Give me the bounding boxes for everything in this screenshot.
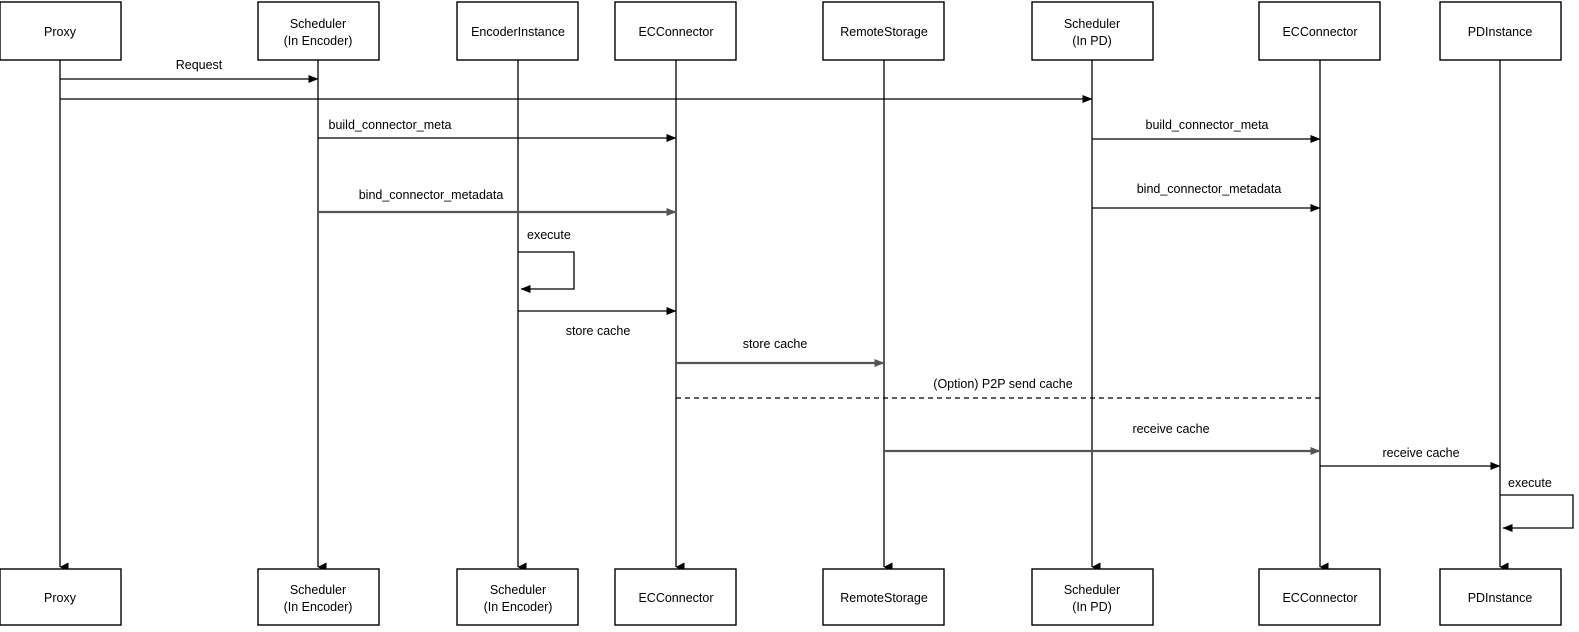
participant-box-bottom-proxy[interactable] [0, 568, 122, 626]
message-label-m9: (Option) P2P send cache [933, 377, 1072, 391]
self-call-s1[interactable] [518, 251, 575, 293]
participant-box-top-pd_inst[interactable] [1439, 1, 1562, 61]
participant-sublabel-sched_enc: (In Encoder) [284, 34, 353, 48]
participant-box-bottom-encoder_inst[interactable] [456, 568, 579, 626]
messages-group: Request build_connector_meta build_connect… [60, 58, 1501, 470]
self-call-s2[interactable] [1500, 494, 1574, 532]
participant-label-ecconn_right: ECConnector [1282, 591, 1357, 605]
participant-box-top-ecconn_left[interactable] [614, 1, 737, 61]
bottom-participant-boxes: Proxy Scheduler (In Encoder) Scheduler (In E… [0, 568, 1562, 626]
lifelines-group [59, 60, 1509, 572]
message-label-m11: receive cache [1382, 446, 1459, 460]
self-call-label-s1: execute [527, 228, 571, 242]
participant-label-sched_enc: Scheduler [290, 583, 346, 597]
participant-box-bottom-sched_pd[interactable] [1031, 568, 1154, 626]
participant-label-sched_enc: Scheduler [290, 17, 346, 31]
participant-box-top-remote_store[interactable] [822, 1, 945, 61]
participant-sublabel-sched_pd: (In PD) [1072, 600, 1112, 614]
participant-label-sched_pd: Scheduler [1064, 583, 1120, 597]
participant-label-encoder_inst: EncoderInstance [471, 25, 565, 39]
participant-box-top-proxy[interactable] [0, 1, 122, 61]
participant-label-encoder_inst: Scheduler [490, 583, 546, 597]
message-label-m3: build_connector_meta [329, 118, 452, 132]
participant-box-bottom-pd_inst[interactable] [1439, 568, 1562, 626]
participant-sublabel-sched_enc: (In Encoder) [284, 600, 353, 614]
self-calls-group: execute execute [518, 228, 1574, 532]
participant-label-proxy: Proxy [44, 591, 77, 605]
participant-label-ecconn_left: ECConnector [638, 25, 713, 39]
participant-label-sched_pd: Scheduler [1064, 17, 1120, 31]
participant-sublabel-encoder_inst: (In Encoder) [484, 600, 553, 614]
participant-label-ecconn_left: ECConnector [638, 591, 713, 605]
participant-label-pd_inst: PDInstance [1468, 25, 1533, 39]
participant-sublabel-sched_pd: (In PD) [1072, 34, 1112, 48]
participant-box-bottom-sched_enc[interactable] [257, 568, 380, 626]
message-label-m8: store cache [743, 337, 808, 351]
message-label-m1: Request [176, 58, 223, 72]
participant-box-top-sched_enc[interactable] [257, 1, 380, 61]
message-label-m4: build_connector_meta [1146, 118, 1269, 132]
self-call-label-s2: execute [1508, 476, 1552, 490]
participant-label-remote_store: RemoteStorage [840, 25, 928, 39]
participant-box-top-ecconn_right[interactable] [1258, 1, 1381, 61]
message-label-m5: bind_connector_metadata [359, 188, 504, 202]
participant-label-proxy: Proxy [44, 25, 77, 39]
participant-box-bottom-ecconn_right[interactable] [1258, 568, 1381, 626]
message-label-m10: receive cache [1132, 422, 1209, 436]
participant-box-bottom-ecconn_left[interactable] [614, 568, 737, 626]
participant-label-pd_inst: PDInstance [1468, 591, 1533, 605]
top-participant-boxes: Proxy Scheduler (In Encoder) EncoderInstanc… [0, 1, 1562, 61]
participant-box-top-encoder_inst[interactable] [456, 1, 579, 61]
participant-box-top-sched_pd[interactable] [1031, 1, 1154, 61]
participant-box-bottom-remote_store[interactable] [822, 568, 945, 626]
message-label-m7: store cache [566, 324, 631, 338]
participant-label-remote_store: RemoteStorage [840, 591, 928, 605]
participant-label-ecconn_right: ECConnector [1282, 25, 1357, 39]
message-label-m6: bind_connector_metadata [1137, 182, 1282, 196]
